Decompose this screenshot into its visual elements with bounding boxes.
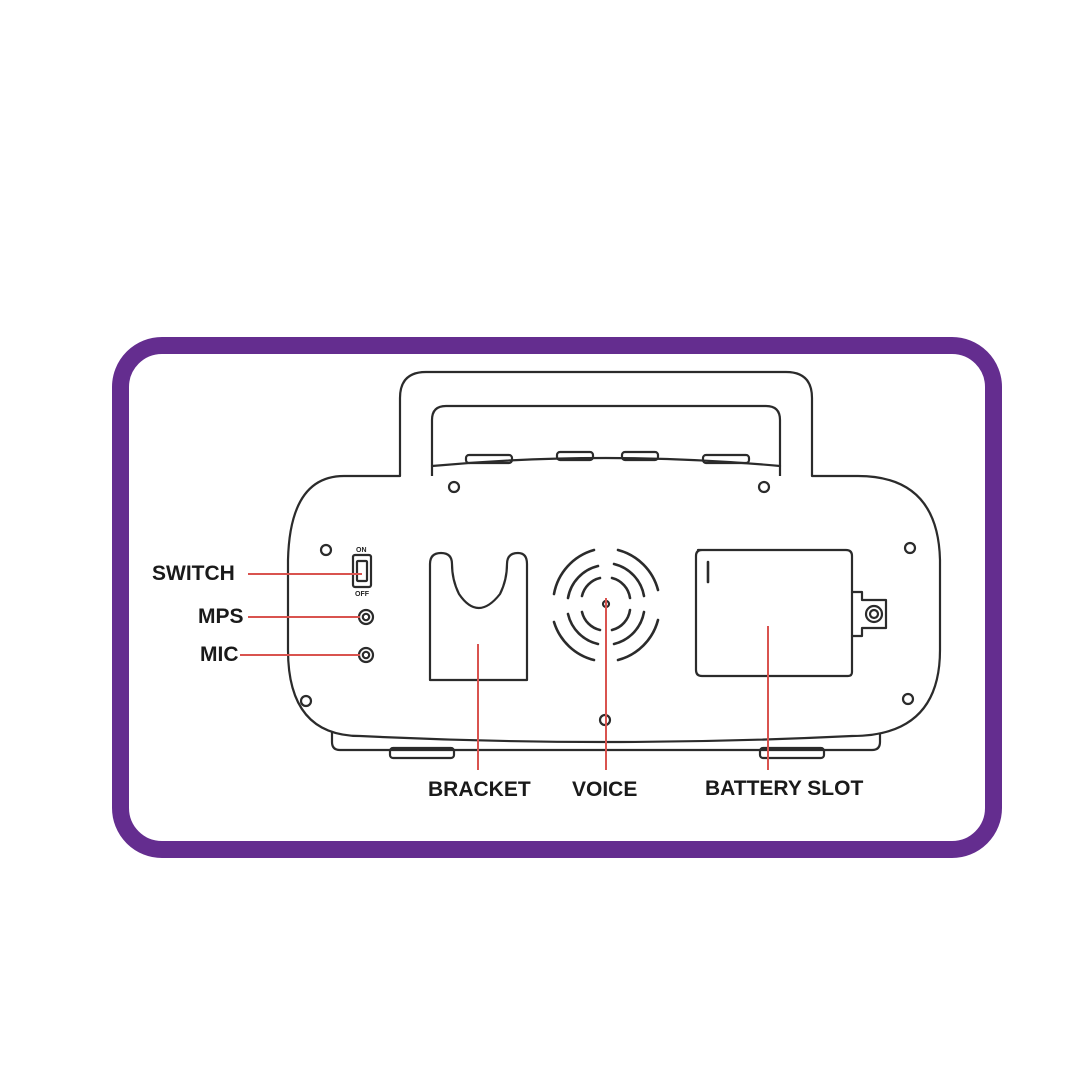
- screw-hole: [903, 541, 917, 555]
- bracket-mount: [428, 551, 529, 682]
- power-switch-toggle: [355, 559, 369, 583]
- leader-lines: [240, 573, 769, 770]
- right-foot: [758, 746, 826, 760]
- screw-hole: [757, 480, 771, 494]
- mic-jack-inner: [361, 650, 371, 660]
- mic-label: MIC: [200, 643, 239, 666]
- power-switch: [351, 553, 373, 589]
- main-body: [286, 474, 942, 744]
- screw-hole: [319, 543, 333, 557]
- battery-slot-label: BATTERY SLOT: [705, 777, 863, 800]
- screw-hole: [299, 694, 313, 708]
- mps-jack-inner: [361, 612, 371, 622]
- switch-on-marking: ON: [356, 547, 367, 554]
- speaker-grille: [552, 548, 660, 662]
- left-foot: [388, 746, 456, 760]
- screw-hole: [901, 692, 915, 706]
- top-knob: [555, 450, 595, 462]
- switch-off-marking: OFF: [355, 591, 370, 598]
- battery-slot-cover: [694, 548, 854, 678]
- screw-hole: [447, 480, 461, 494]
- top-knob: [701, 453, 751, 465]
- bracket-label: BRACKET: [428, 778, 531, 801]
- top-knob: [620, 450, 660, 462]
- voice-label: VOICE: [572, 778, 637, 801]
- switch-label: SWITCH: [152, 562, 235, 585]
- dc-port-housing: [850, 590, 888, 638]
- mps-label: MPS: [198, 605, 244, 628]
- dc-port-inner: [868, 608, 880, 620]
- top-knob: [464, 453, 514, 465]
- dc-port: [864, 604, 884, 624]
